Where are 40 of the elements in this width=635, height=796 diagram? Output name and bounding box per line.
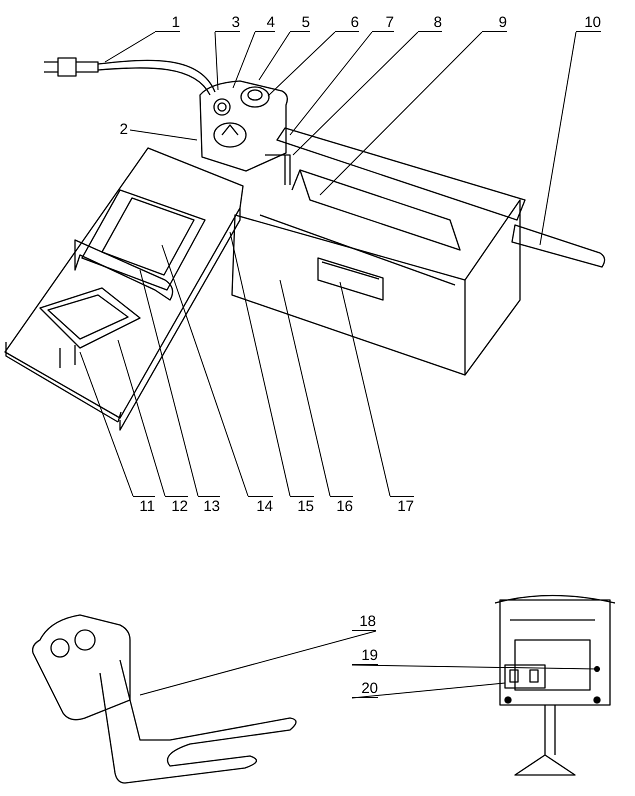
callout-number: 15 — [290, 496, 314, 515]
callout-number: 8 — [418, 15, 442, 32]
callout-number: 9 — [482, 15, 507, 32]
callout-number: 6 — [335, 15, 359, 32]
callout-number: 14 — [248, 496, 273, 515]
callout-number: 11 — [133, 496, 155, 515]
leader-line — [352, 664, 600, 672]
callout-number: 2 — [112, 122, 128, 138]
callout-number: 17 — [390, 496, 414, 515]
callout-number: 12 — [165, 496, 188, 515]
leader-line — [290, 32, 372, 136]
leader-line — [162, 244, 248, 496]
leader-line — [268, 32, 336, 96]
leader-line — [140, 630, 376, 696]
leader-line — [118, 340, 166, 496]
callout-number: 13 — [198, 496, 220, 515]
callout-number: 7 — [372, 15, 394, 32]
callout-number: 19 — [352, 648, 378, 665]
callout-number: 1 — [155, 15, 180, 32]
callout-number: 16 — [330, 496, 353, 515]
leader-line — [214, 32, 218, 90]
leader-line — [280, 280, 330, 496]
leader-line — [230, 232, 290, 496]
leader-line — [130, 130, 198, 140]
leader-line — [340, 282, 390, 496]
leader-line — [320, 32, 482, 196]
callout-number: 20 — [352, 681, 378, 698]
leader-line — [292, 32, 418, 156]
leader-line — [540, 32, 576, 246]
leader-line — [258, 32, 290, 80]
callout-number: 4 — [255, 15, 275, 32]
callout-number: 10 — [576, 15, 601, 32]
callout-number: 3 — [215, 15, 240, 32]
leader-line — [232, 32, 256, 88]
callout-number: 5 — [290, 15, 310, 32]
leader-line — [80, 352, 134, 496]
callout-number: 18 — [352, 614, 376, 631]
leader-line — [352, 682, 506, 698]
leader-line — [104, 32, 156, 62]
leader-line — [140, 270, 198, 496]
